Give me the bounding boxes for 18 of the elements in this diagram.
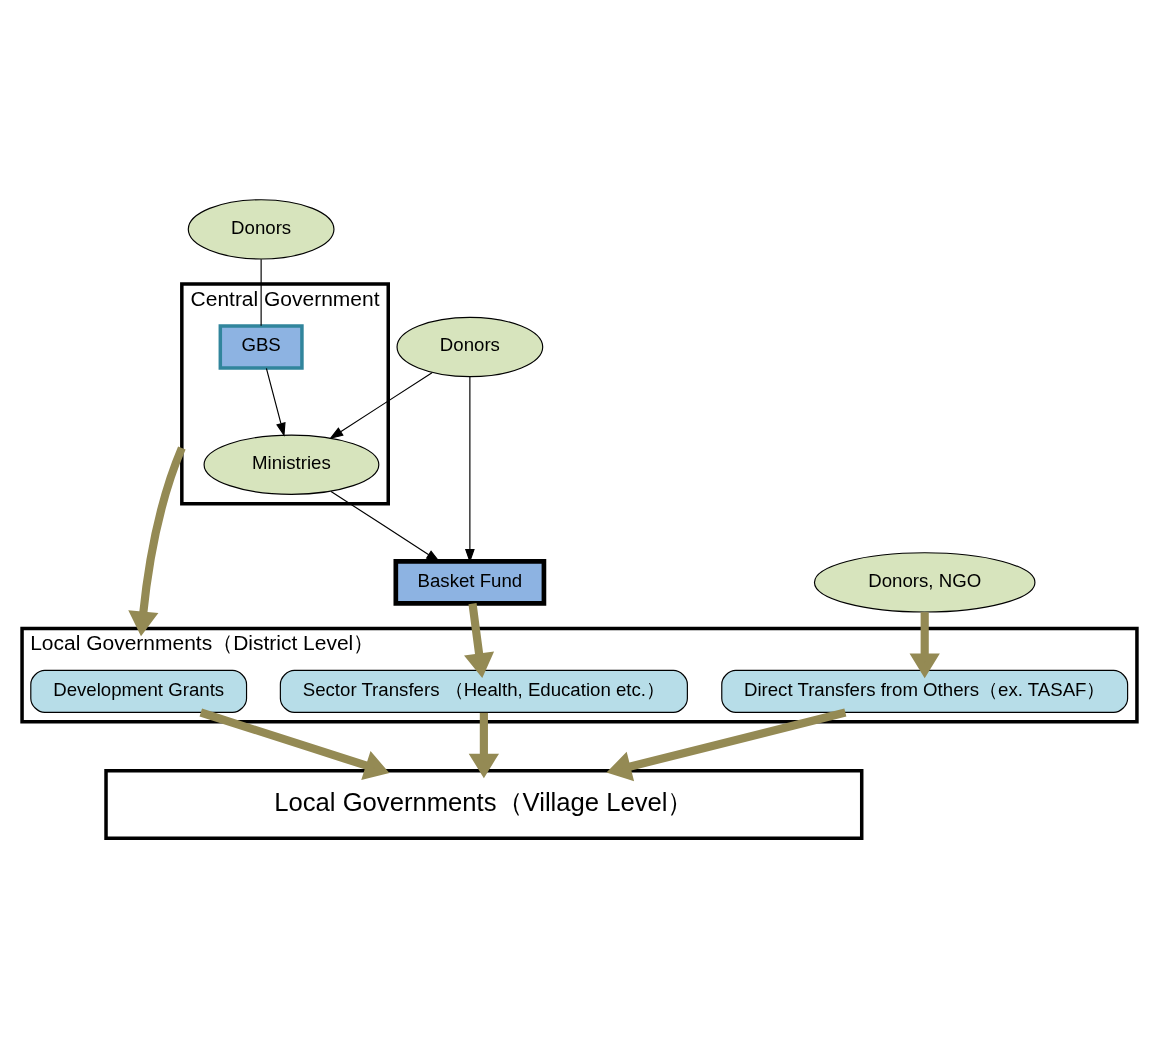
- node-box: GBS: [218, 323, 304, 370]
- arrow: [330, 490, 441, 562]
- node-box: Basket Fund: [393, 558, 547, 606]
- node-ellipse: Donors: [396, 316, 544, 377]
- arrow: [329, 371, 433, 439]
- node-box: Direct Transfers from Others（ex. TASAF）: [721, 669, 1129, 713]
- node-ellipse: Donors: [187, 198, 335, 260]
- node-box: Local Governments（Village Level）: [104, 768, 864, 840]
- node-box: Sector Transfers （Health, Education etc.）: [279, 669, 688, 713]
- arrow: [199, 708, 390, 780]
- node-box: Development Grants: [30, 669, 248, 713]
- connector: [260, 258, 262, 326]
- node-ellipse: Ministries: [203, 434, 380, 495]
- arrow: [265, 367, 286, 437]
- arrow: [128, 445, 186, 636]
- arrow: [909, 611, 940, 678]
- arrow: [468, 712, 499, 778]
- node-ellipse: Donors, NGO: [813, 551, 1036, 613]
